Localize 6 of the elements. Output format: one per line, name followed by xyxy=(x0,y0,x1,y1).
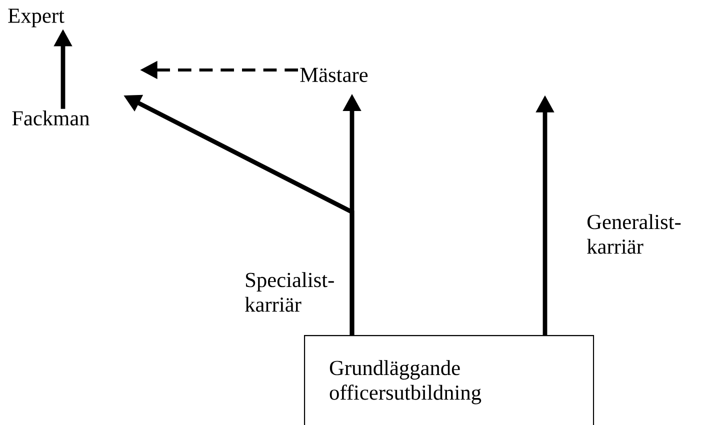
node-label: Mästare xyxy=(300,68,368,82)
node-label: Expert xyxy=(8,8,64,28)
edge-label: Specialist- karriär xyxy=(245,272,334,312)
node-label: Fackman xyxy=(12,110,90,126)
process-box: Grundläggande officersutbildning xyxy=(304,335,594,425)
edge-label: Generalist- karriär xyxy=(587,214,681,254)
